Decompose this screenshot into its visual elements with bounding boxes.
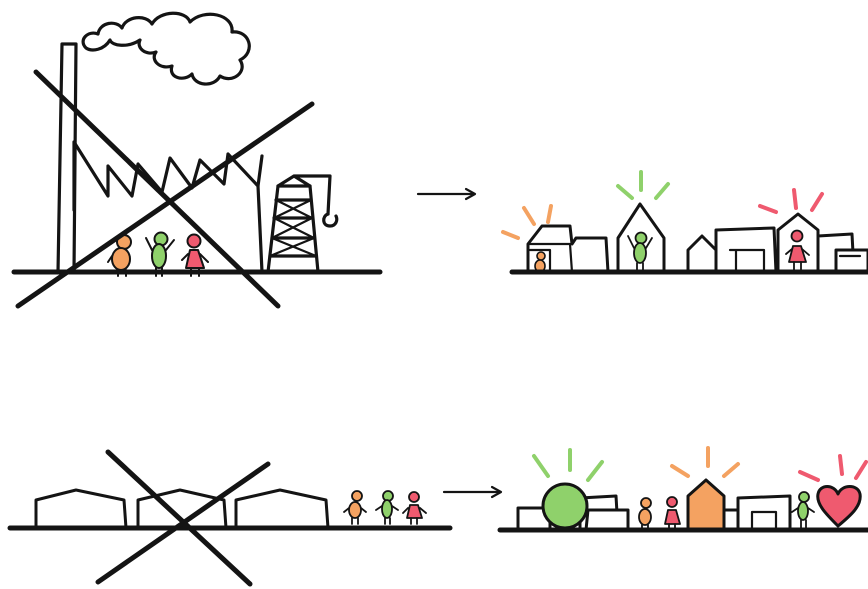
person-green-nb <box>792 492 814 528</box>
person-orange-nb <box>639 498 651 530</box>
panel-lively-neighborhood-after <box>500 448 868 530</box>
person-red-wh <box>403 492 426 524</box>
person-green-wh <box>376 491 398 524</box>
panel-mixed-city-after <box>503 172 868 272</box>
heart-icon <box>818 487 860 527</box>
orange-house-icon <box>688 480 724 530</box>
person-orange-wh <box>344 491 366 524</box>
warehouse-icon <box>36 490 126 528</box>
red-rays <box>760 190 822 212</box>
arrow-top <box>418 189 475 199</box>
panel-warehouses-before <box>10 452 450 584</box>
circle-building-icon <box>543 484 587 528</box>
arrow-bottom <box>444 487 501 497</box>
factory-icon <box>74 142 262 272</box>
person-green <box>146 233 174 277</box>
green-rays <box>618 172 668 198</box>
crane-icon <box>268 176 337 272</box>
smoke-icon <box>83 13 249 84</box>
panel-industry-before <box>14 13 380 306</box>
person-red-nb <box>665 497 680 530</box>
